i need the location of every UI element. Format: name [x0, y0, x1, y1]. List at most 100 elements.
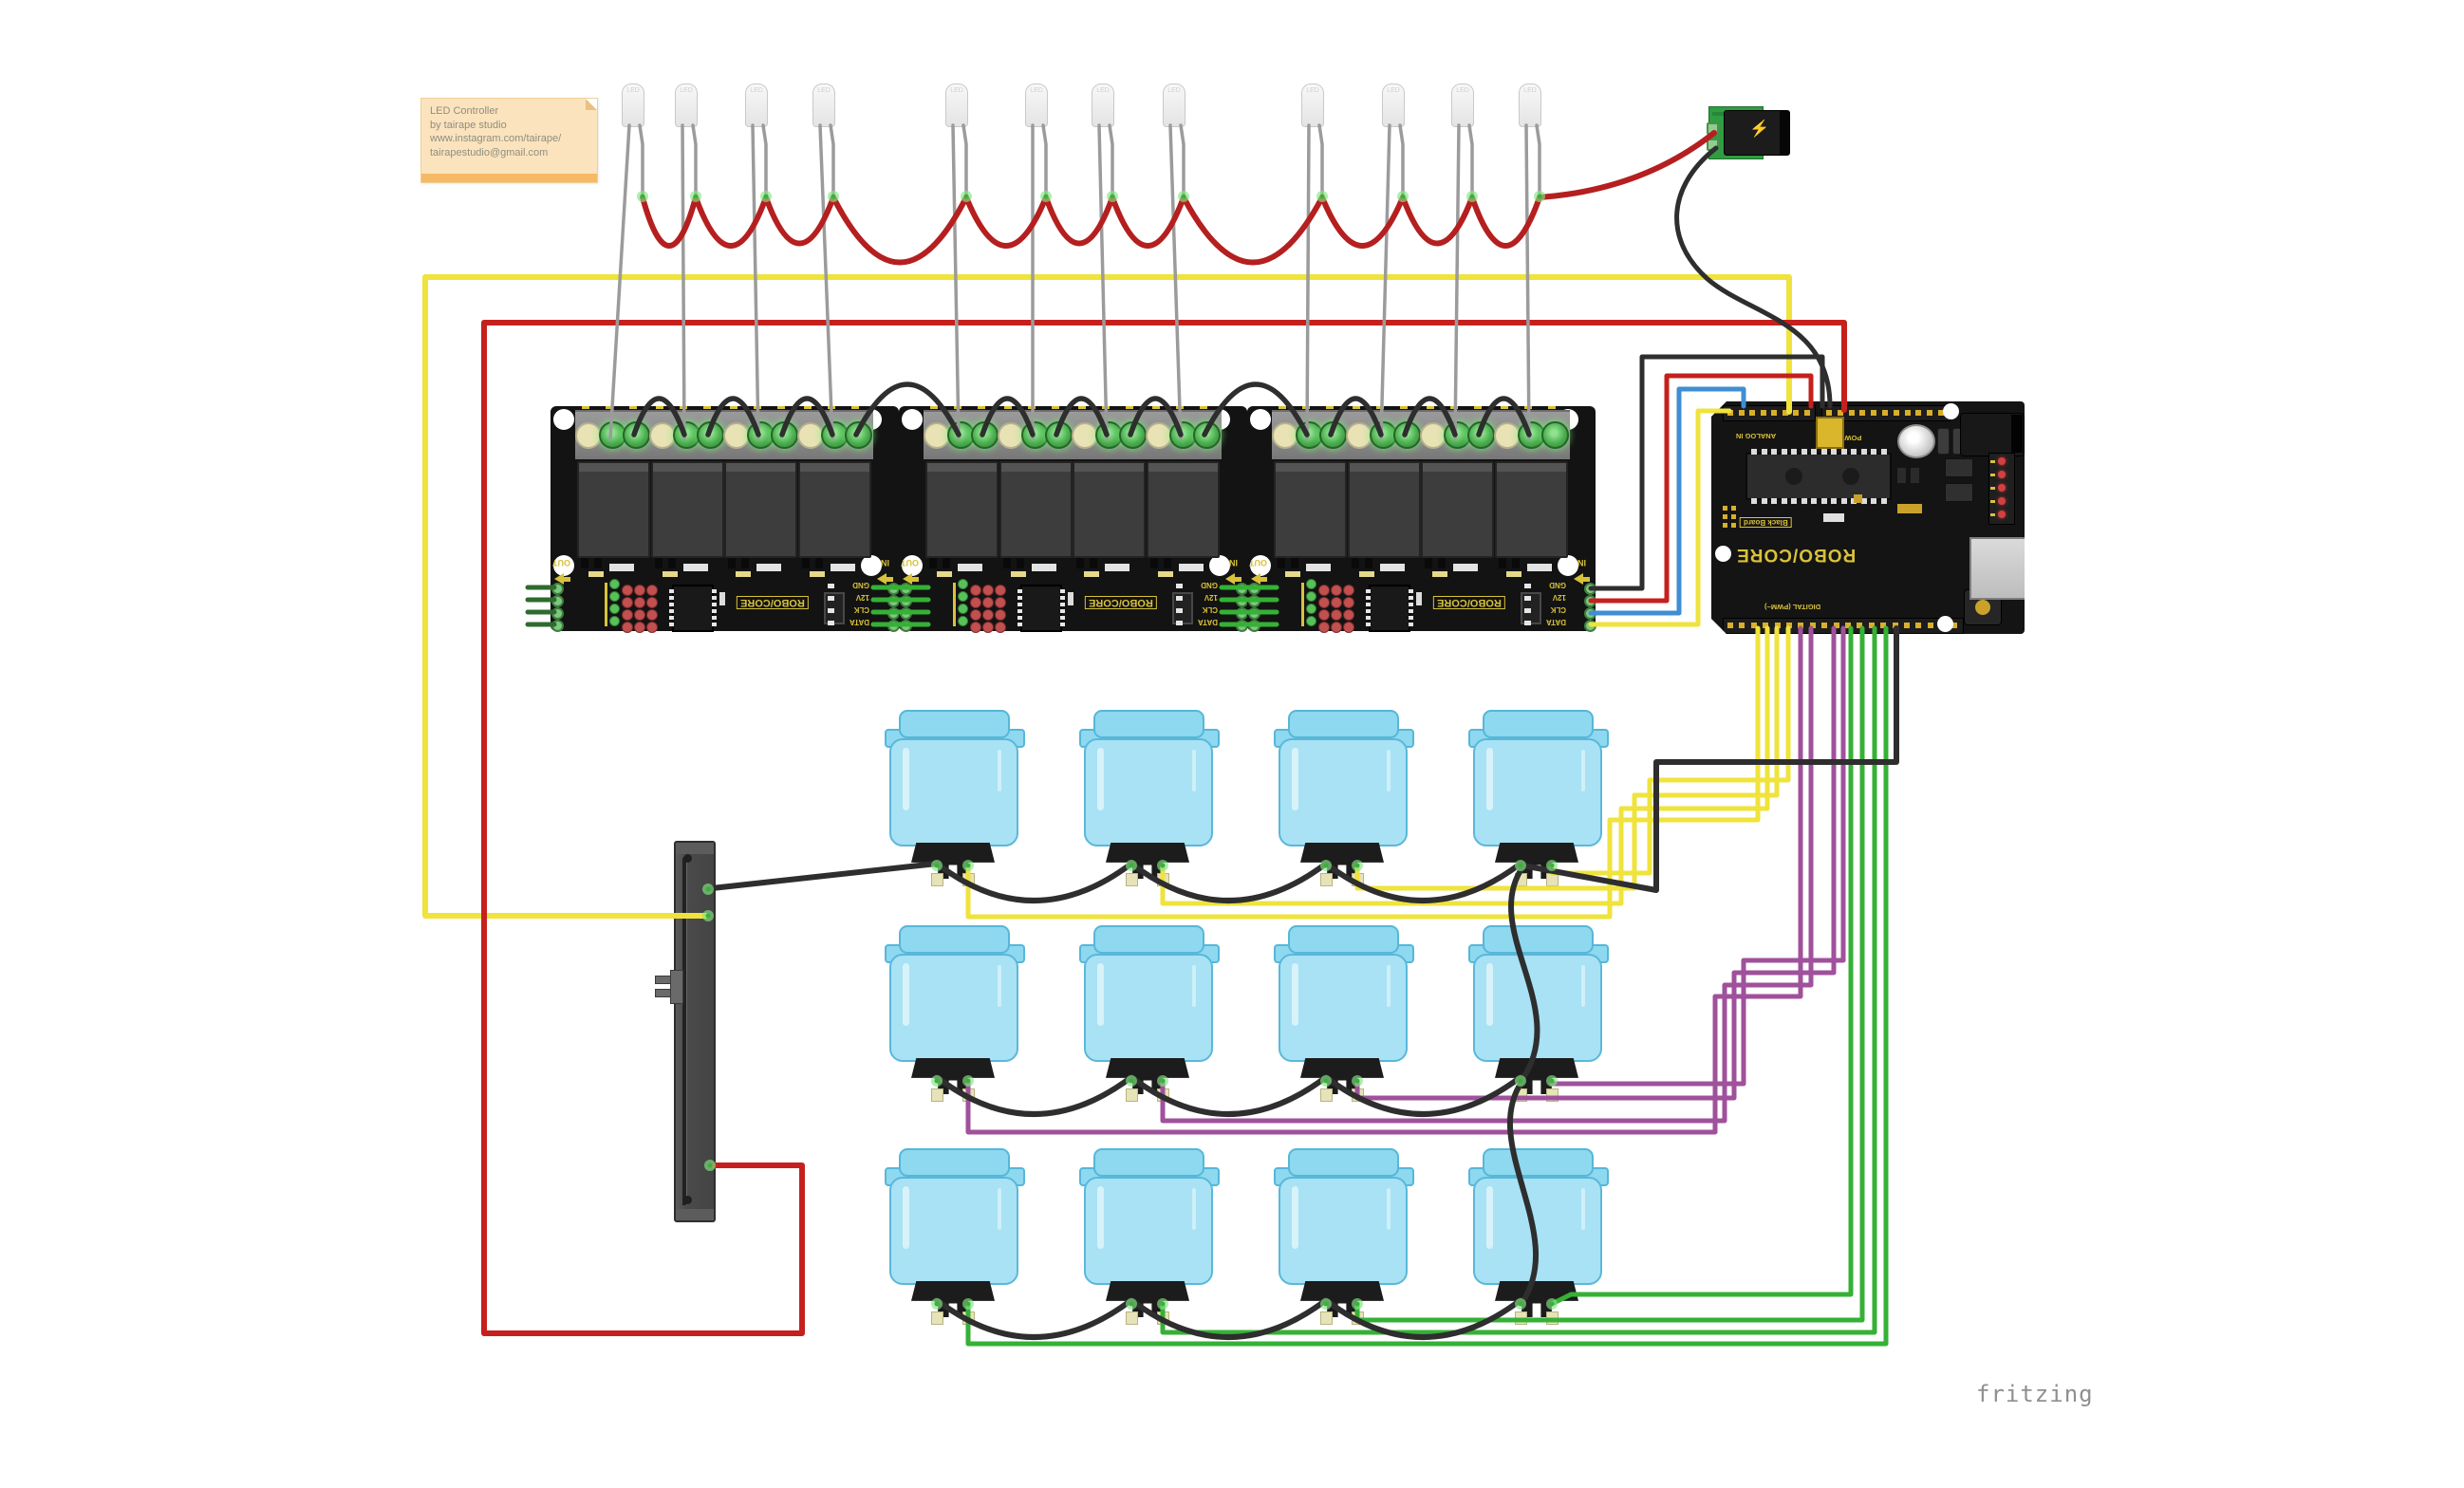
wire-led-leg-2[interactable]	[681, 123, 686, 440]
relay-4[interactable]	[797, 461, 871, 558]
button-cap[interactable]	[899, 1148, 1010, 1177]
relay-1[interactable]	[925, 461, 999, 558]
wire-led-power-chain-red[interactable]	[640, 130, 1717, 266]
screw-terminal-no[interactable]	[1119, 421, 1147, 449]
wire-led-leg-4[interactable]	[818, 123, 834, 440]
header-pin[interactable]	[1763, 623, 1769, 628]
led-6[interactable]: LED	[1024, 84, 1049, 127]
wire-led-leg-1[interactable]	[608, 123, 631, 440]
switch-terminal-right[interactable]	[1157, 1311, 1169, 1325]
header-pin[interactable]	[1809, 623, 1816, 628]
header-pin[interactable]	[1803, 410, 1810, 416]
header-pin[interactable]	[1951, 623, 1957, 628]
wire-led-anode-3[interactable]	[761, 123, 768, 197]
screw-terminal-nc[interactable]	[797, 422, 824, 449]
header-pin[interactable]	[1837, 410, 1843, 416]
usb-connector[interactable]	[1969, 537, 2025, 600]
sticky-note[interactable]: LED Controller by tairape studio www.ins…	[420, 98, 598, 183]
arcade-button-row-2-col-1[interactable]	[883, 925, 1025, 1110]
relay-4[interactable]	[1146, 461, 1220, 558]
led-1[interactable]: LED	[621, 84, 645, 127]
header-pin[interactable]	[1904, 410, 1911, 416]
edge-terminal-out[interactable]	[900, 595, 912, 607]
wire-led-anode-8[interactable]	[1179, 123, 1185, 197]
analog-header[interactable]	[1723, 405, 1816, 421]
arcade-button-row-3-col-3[interactable]	[1272, 1148, 1414, 1333]
switch-terminal-left[interactable]	[1515, 873, 1527, 886]
switch-terminal-right[interactable]	[962, 1311, 975, 1325]
slide-potentiometer[interactable]	[655, 841, 716, 1222]
header-pin[interactable]	[1771, 410, 1777, 416]
header-pin[interactable]	[1833, 623, 1839, 628]
header-pin[interactable]	[1868, 623, 1875, 628]
led-4[interactable]: LED	[812, 84, 836, 127]
relay-1[interactable]	[1274, 461, 1347, 558]
button-cap[interactable]	[1483, 925, 1594, 954]
edge-terminal-out[interactable]	[1248, 595, 1260, 607]
relay-2[interactable]	[650, 461, 724, 558]
screw-terminal-nc[interactable]	[1420, 422, 1447, 449]
screw-terminal-no[interactable]	[1193, 421, 1221, 449]
button-cap[interactable]	[1093, 925, 1204, 954]
edge-terminal-in[interactable]	[1584, 595, 1596, 607]
screw-terminal-no[interactable]	[1045, 421, 1073, 449]
power-terminal-positive[interactable]	[1707, 122, 1719, 135]
wire-led-leg-8[interactable]	[1168, 123, 1183, 440]
edge-terminal-out[interactable]	[900, 583, 912, 595]
switch-terminal-left[interactable]	[1126, 873, 1138, 886]
screw-terminal-no[interactable]	[1319, 421, 1347, 449]
header-pin[interactable]	[1749, 410, 1755, 416]
switch-terminal-left[interactable]	[1126, 1311, 1138, 1325]
wire-led-leg-5[interactable]	[951, 123, 961, 440]
wire-led-anode-10[interactable]	[1398, 123, 1405, 197]
wire-power-black[interactable]	[1674, 145, 1833, 409]
screw-terminal-no[interactable]	[971, 421, 999, 449]
header-pin[interactable]	[1915, 410, 1922, 416]
header-pin[interactable]	[1793, 410, 1799, 416]
switch-terminal-right[interactable]	[962, 873, 975, 886]
arcade-button-row-1-col-2[interactable]	[1077, 710, 1220, 895]
power-terminal-negative[interactable]	[1707, 139, 1719, 151]
led-2[interactable]: LED	[674, 84, 699, 127]
icsp-pin[interactable]	[1731, 506, 1736, 511]
screw-terminal-no[interactable]	[697, 421, 724, 449]
relay-3[interactable]	[1421, 461, 1494, 558]
header-pin[interactable]	[1845, 623, 1851, 628]
wire-led-anode-6[interactable]	[1041, 123, 1048, 197]
icsp-pin[interactable]	[1731, 514, 1736, 519]
edge-terminal-in[interactable]	[1584, 583, 1596, 595]
header-pin[interactable]	[1938, 410, 1944, 416]
screw-terminal-no[interactable]	[845, 421, 872, 449]
wire-btn-row3-green-3[interactable]	[1354, 625, 1865, 1323]
button-cap[interactable]	[899, 925, 1010, 954]
screw-terminal-nc[interactable]	[723, 422, 750, 449]
screw-terminal-no[interactable]	[1393, 421, 1421, 449]
screw-terminal-nc[interactable]	[1072, 422, 1098, 449]
edge-terminal-out[interactable]	[551, 607, 564, 620]
power-header[interactable]	[1821, 405, 1951, 421]
arcade-button-row-3-col-4[interactable]	[1466, 1148, 1609, 1333]
button-cap[interactable]	[1483, 710, 1594, 738]
switch-terminal-left[interactable]	[931, 1088, 943, 1102]
edge-terminal-out[interactable]	[1248, 620, 1260, 632]
header-pin[interactable]	[1915, 623, 1922, 628]
arcade-button-row-2-col-3[interactable]	[1272, 925, 1414, 1110]
switch-terminal-left[interactable]	[1320, 873, 1333, 886]
button-cap[interactable]	[899, 710, 1010, 738]
switch-terminal-left[interactable]	[931, 873, 943, 886]
header-pin[interactable]	[1826, 410, 1832, 416]
wire-led-leg-11[interactable]	[1453, 123, 1461, 440]
header-pin[interactable]	[1859, 410, 1866, 416]
button-cap[interactable]	[1093, 1148, 1204, 1177]
header-pin[interactable]	[1904, 623, 1910, 628]
edge-terminal-out[interactable]	[551, 620, 564, 632]
header-pin[interactable]	[1880, 623, 1887, 628]
header-pin[interactable]	[1750, 623, 1757, 628]
switch-terminal-left[interactable]	[1515, 1088, 1527, 1102]
led-7[interactable]: LED	[1091, 84, 1115, 127]
relay-4[interactable]	[1494, 461, 1568, 558]
switch-terminal-right[interactable]	[1546, 1311, 1559, 1325]
arcade-button-row-2-col-4[interactable]	[1466, 925, 1609, 1110]
